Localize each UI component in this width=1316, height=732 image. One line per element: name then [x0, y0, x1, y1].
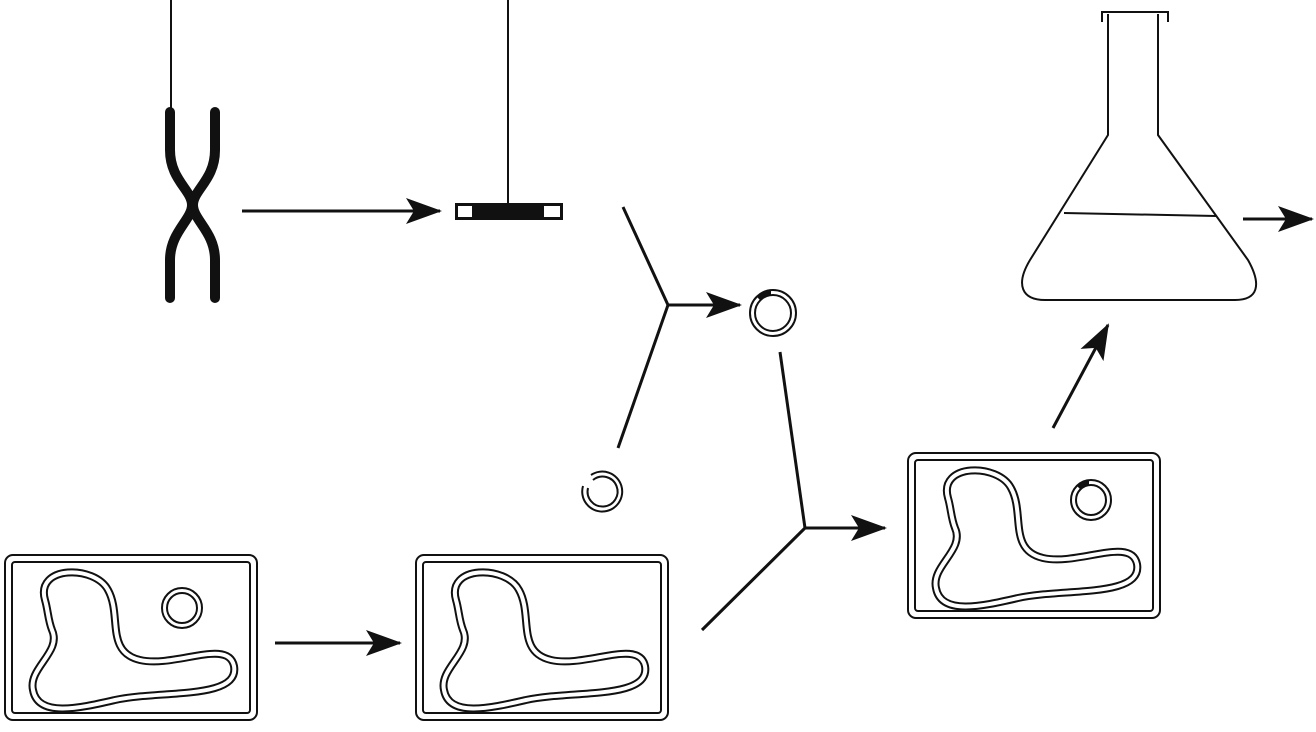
recombinant-plasmid-icon [749, 289, 797, 337]
transformation-merge-arrow [700, 351, 887, 632]
open-plasmid-icon [581, 470, 624, 513]
arrow-cell-to-flask [1051, 323, 1110, 429]
transformed-bacterial-cell [907, 452, 1161, 619]
bacterial-cell-without-plasmid [415, 554, 669, 721]
gene-fragment-icon [455, 203, 563, 220]
bacterial-cell-with-plasmid [4, 554, 258, 721]
chromosome-icon [165, 107, 220, 303]
culture-flask-icon [1021, 11, 1257, 301]
ligation-merge-arrow [616, 206, 742, 449]
